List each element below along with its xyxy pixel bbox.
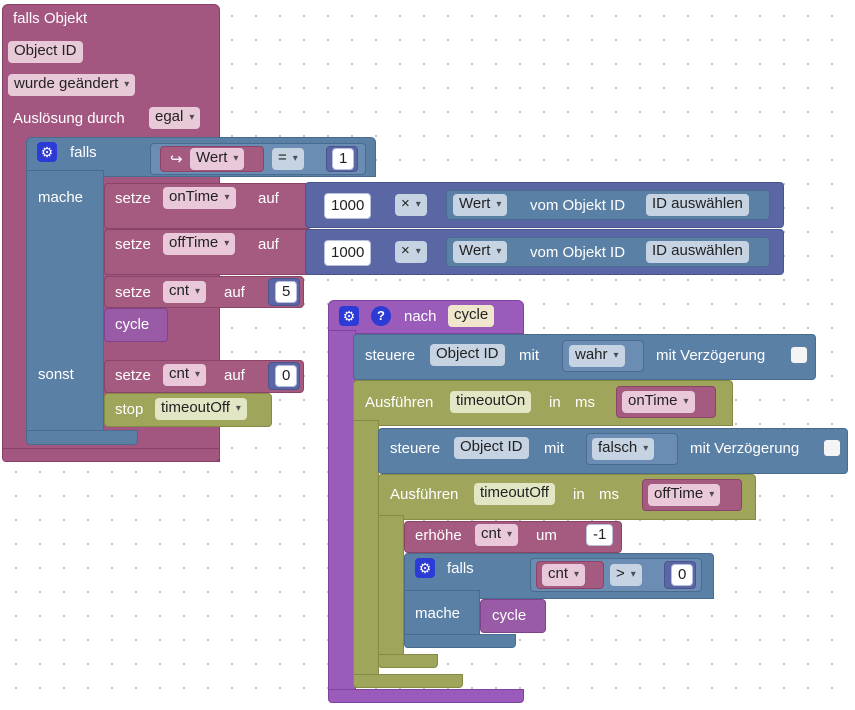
- set-offtime-label: setze: [115, 236, 151, 253]
- gear-icon[interactable]: ⚙: [339, 306, 359, 326]
- offtime-prop[interactable]: Wert: [453, 241, 508, 263]
- exec-off-var[interactable]: offTime: [648, 484, 721, 506]
- if-else-foot: [26, 430, 138, 445]
- arrow-icon: ↪: [170, 151, 183, 168]
- procedure-nach: nach: [404, 308, 437, 325]
- exec-on-in: in: [549, 394, 561, 411]
- increment-um: um: [536, 527, 557, 544]
- increment-label: erhöhe: [415, 527, 462, 544]
- set-cnt0-label: setze: [115, 367, 151, 384]
- help-icon[interactable]: ?: [371, 306, 391, 326]
- exec-on-timer[interactable]: timeoutOn: [450, 391, 532, 413]
- offtime-vom: vom Objekt ID: [530, 244, 626, 261]
- delay-checkbox-1[interactable]: [791, 347, 807, 363]
- if2-var[interactable]: cnt: [542, 564, 586, 586]
- set-ontime-auf: auf: [258, 190, 279, 207]
- stop-timer-dropdown[interactable]: timeoutOff: [155, 398, 247, 420]
- ontime-prop[interactable]: Wert: [453, 194, 508, 216]
- trigger-by-label: Auslösung durch: [13, 110, 125, 127]
- offtime-op[interactable]: ×: [395, 241, 427, 263]
- cond-op-dropdown[interactable]: =: [272, 148, 304, 170]
- gear-icon[interactable]: ⚙: [37, 142, 57, 162]
- offtime-select-id[interactable]: ID auswählen: [646, 241, 749, 263]
- exec-off-timer[interactable]: timeoutOff: [474, 483, 555, 505]
- set-ontime-var[interactable]: onTime: [163, 187, 236, 209]
- increment-value[interactable]: -1: [586, 524, 614, 546]
- delay-checkbox-2[interactable]: [824, 440, 840, 456]
- exec-on-var[interactable]: onTime: [622, 391, 695, 413]
- steuere-true-label: steuere: [365, 347, 416, 364]
- set-cnt0-var[interactable]: cnt: [163, 364, 207, 386]
- do-label: mache: [38, 189, 84, 206]
- ontime-op[interactable]: ×: [395, 194, 427, 216]
- procedure-name[interactable]: cycle: [448, 305, 495, 327]
- steuere-false-label: steuere: [390, 440, 441, 457]
- procedure-foot: [328, 689, 524, 703]
- set-cnt5-var[interactable]: cnt: [163, 281, 207, 303]
- trigger-title: falls Objekt: [13, 10, 88, 27]
- steuere-false-object[interactable]: Object ID: [454, 437, 529, 459]
- bool-true-dropdown[interactable]: wahr: [569, 345, 625, 367]
- if2-value[interactable]: 0: [671, 564, 694, 586]
- exec-on-spine: [353, 420, 379, 688]
- steuere-false-delay: mit Verzögerung: [690, 440, 800, 457]
- trigger-by-dropdown[interactable]: egal: [149, 107, 201, 129]
- set-cnt5-value[interactable]: 5: [275, 281, 298, 303]
- call-cycle2-block[interactable]: [480, 599, 546, 633]
- ontime-select-id[interactable]: ID auswählen: [646, 194, 749, 216]
- increment-var[interactable]: cnt: [475, 524, 519, 546]
- set-cnt0-value[interactable]: 0: [275, 365, 298, 387]
- event-dropdown[interactable]: wurde geändert: [8, 74, 136, 96]
- cond-value-field[interactable]: 1: [332, 148, 355, 170]
- if-else-spine: [26, 170, 104, 445]
- exec-on-foot: [353, 674, 463, 688]
- offtime-num[interactable]: 1000: [324, 240, 372, 266]
- exec-off-spine: [378, 515, 404, 668]
- stop-label: stop: [115, 401, 144, 418]
- object-id-field[interactable]: Object ID: [8, 41, 83, 63]
- exec-off-label: Ausführen: [390, 486, 459, 503]
- gear-icon[interactable]: ⚙: [415, 558, 435, 578]
- steuere-true-delay: mit Verzögerung: [656, 347, 766, 364]
- call-cycle-label: cycle: [115, 316, 150, 333]
- exec-off-in: in: [573, 486, 585, 503]
- if-label: falls: [70, 144, 97, 161]
- exec-off-foot: [378, 654, 438, 668]
- trigger-block-foot: [2, 448, 220, 462]
- ontime-num[interactable]: 1000: [324, 193, 372, 219]
- set-cnt5-label: setze: [115, 284, 151, 301]
- procedure-spine: [328, 330, 356, 703]
- exec-on-unit: ms: [575, 394, 595, 411]
- set-offtime-var[interactable]: offTime: [163, 233, 236, 255]
- else-label: sonst: [38, 366, 74, 383]
- ontime-vom: vom Objekt ID: [530, 197, 626, 214]
- if2-op[interactable]: >: [610, 564, 642, 586]
- if2-foot: [404, 634, 516, 648]
- call-cycle2-label: cycle: [492, 607, 527, 624]
- call-cycle-block[interactable]: [104, 308, 168, 342]
- if2-do-label: mache: [415, 605, 461, 622]
- set-offtime-auf: auf: [258, 236, 279, 253]
- set-cnt0-auf: auf: [224, 367, 245, 384]
- set-cnt5-auf: auf: [224, 284, 245, 301]
- if2-label: falls: [447, 560, 474, 577]
- set-ontime-label: setze: [115, 190, 151, 207]
- steuere-true-object[interactable]: Object ID: [430, 344, 505, 366]
- steuere-true-mit: mit: [519, 347, 539, 364]
- cond-var-dropdown[interactable]: Wert: [190, 148, 245, 170]
- steuere-false-mit: mit: [544, 440, 564, 457]
- bool-false-dropdown[interactable]: falsch: [592, 438, 655, 460]
- exec-on-label: Ausführen: [365, 394, 434, 411]
- exec-off-unit: ms: [599, 486, 619, 503]
